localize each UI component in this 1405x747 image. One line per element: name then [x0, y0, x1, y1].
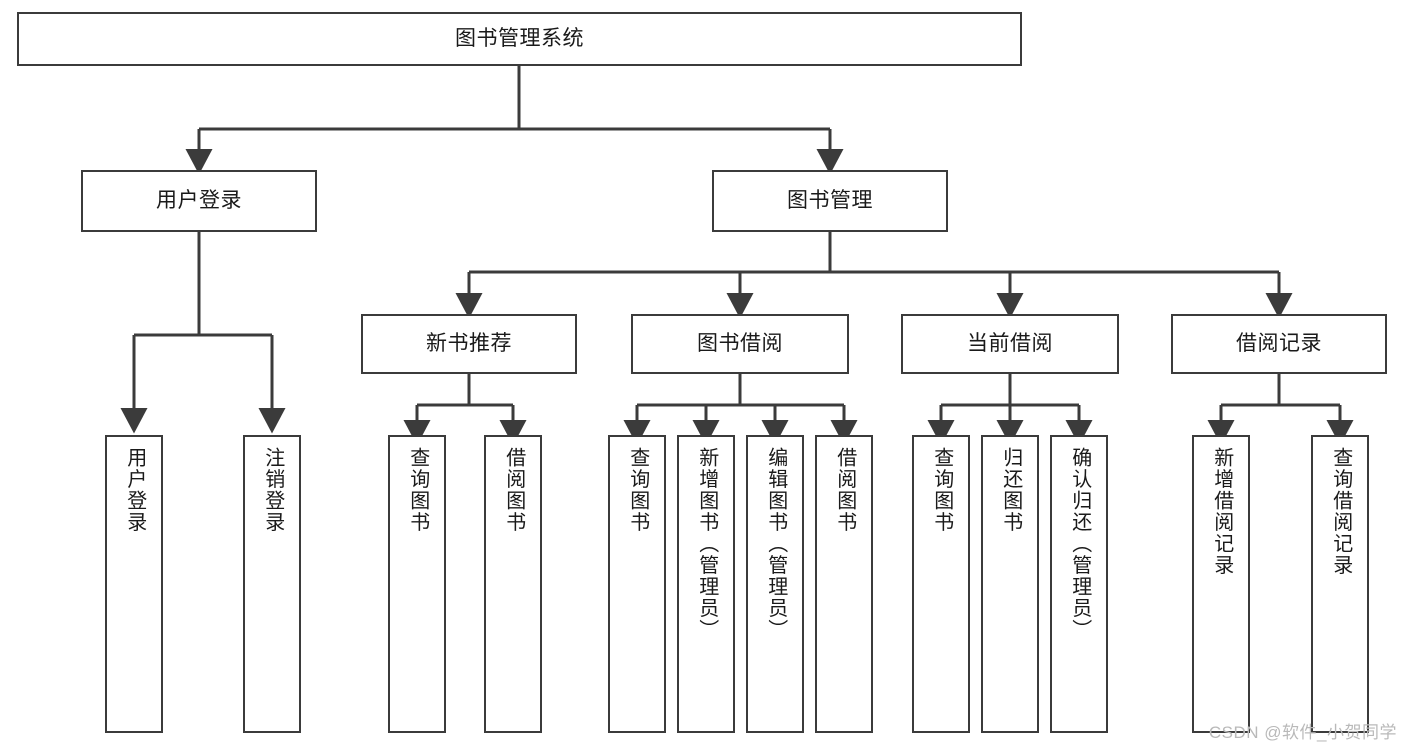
node-leaf-add-book[interactable]: 新增图书（管理员）	[677, 435, 735, 733]
node-leaf-confirm-return[interactable]: 确认归还（管理员）	[1050, 435, 1108, 733]
node-leaf-borrow-book-2-label: 借阅图书	[833, 447, 856, 533]
node-leaf-return-book[interactable]: 归还图书	[981, 435, 1039, 733]
node-current-borrow[interactable]: 当前借阅	[901, 314, 1119, 374]
node-user-login-label: 用户登录	[156, 188, 242, 212]
node-book-manage-label: 图书管理	[787, 188, 873, 212]
node-leaf-user-login[interactable]: 用户登录	[105, 435, 163, 733]
node-leaf-add-record-label: 新增借阅记录	[1210, 447, 1233, 576]
node-leaf-query-book-3[interactable]: 查询图书	[912, 435, 970, 733]
node-new-book-rec-label: 新书推荐	[426, 331, 512, 355]
node-user-login[interactable]: 用户登录	[81, 170, 317, 232]
node-root-label: 图书管理系统	[455, 26, 584, 50]
node-book-borrow[interactable]: 图书借阅	[631, 314, 849, 374]
node-borrow-record-label: 借阅记录	[1236, 331, 1322, 355]
node-leaf-query-record[interactable]: 查询借阅记录	[1311, 435, 1369, 733]
node-leaf-query-book-3-label: 查询图书	[930, 447, 953, 533]
node-leaf-logout-login[interactable]: 注销登录	[243, 435, 301, 733]
node-current-borrow-label: 当前借阅	[967, 331, 1053, 355]
node-leaf-borrow-book-2[interactable]: 借阅图书	[815, 435, 873, 733]
node-leaf-confirm-return-label: 确认归还（管理员）	[1068, 447, 1091, 641]
node-leaf-query-record-label: 查询借阅记录	[1329, 447, 1352, 576]
node-leaf-query-book-1[interactable]: 查询图书	[388, 435, 446, 733]
node-leaf-query-book-2[interactable]: 查询图书	[608, 435, 666, 733]
node-leaf-add-book-label: 新增图书（管理员）	[695, 447, 718, 641]
node-book-borrow-label: 图书借阅	[697, 331, 783, 355]
watermark: CSDN @软件_小贺同学	[1208, 723, 1397, 742]
node-leaf-logout-login-label: 注销登录	[261, 447, 284, 533]
node-leaf-borrow-book-1-label: 借阅图书	[502, 447, 525, 533]
node-leaf-return-book-label: 归还图书	[999, 447, 1022, 533]
node-leaf-edit-book-label: 编辑图书（管理员）	[764, 447, 787, 641]
node-leaf-user-login-label: 用户登录	[123, 447, 146, 533]
node-leaf-add-record[interactable]: 新增借阅记录	[1192, 435, 1250, 733]
node-leaf-borrow-book-1[interactable]: 借阅图书	[484, 435, 542, 733]
node-leaf-edit-book[interactable]: 编辑图书（管理员）	[746, 435, 804, 733]
node-leaf-query-book-1-label: 查询图书	[406, 447, 429, 533]
node-root[interactable]: 图书管理系统	[17, 12, 1022, 66]
node-leaf-query-book-2-label: 查询图书	[626, 447, 649, 533]
node-book-manage[interactable]: 图书管理	[712, 170, 948, 232]
node-borrow-record[interactable]: 借阅记录	[1171, 314, 1387, 374]
node-new-book-rec[interactable]: 新书推荐	[361, 314, 577, 374]
